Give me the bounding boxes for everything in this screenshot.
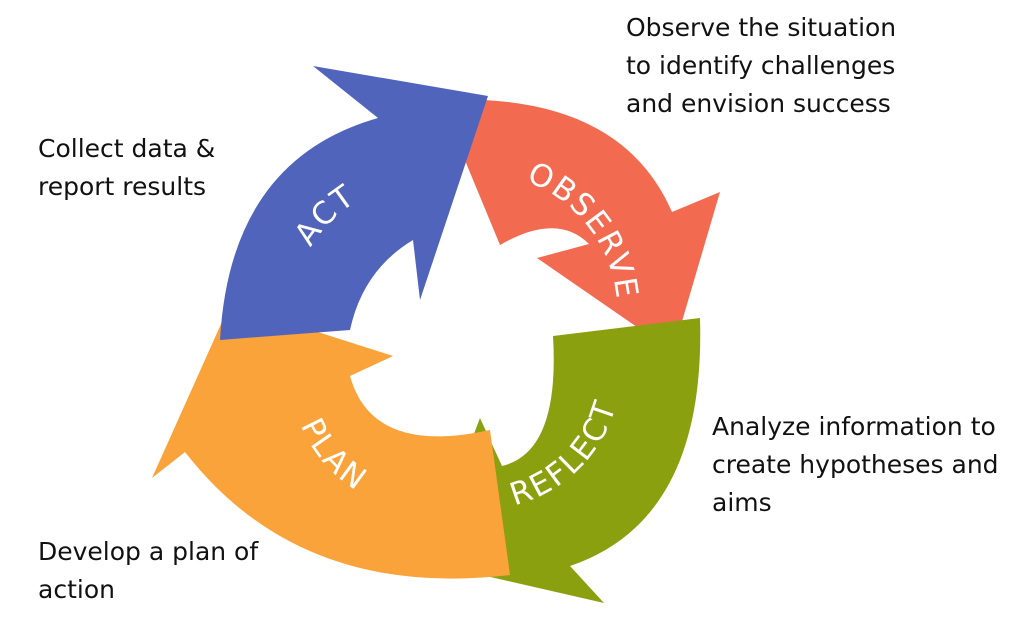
plan-description-line: Develop a plan of <box>38 537 259 566</box>
act-description-line: Collect data & <box>38 134 216 163</box>
observe-description-line: Observe the situation <box>626 13 897 42</box>
plan-description-line: action <box>38 575 115 604</box>
act-description: Collect data & report results <box>38 130 215 206</box>
reflect-description-line: aims <box>712 488 772 517</box>
observe-arrow <box>440 99 720 352</box>
reflect-description-line: Analyze information to <box>712 412 996 441</box>
observe-description-line: and envision success <box>626 89 891 118</box>
reflect-description: Analyze information to create hypotheses… <box>712 408 999 522</box>
plan-arrow <box>152 304 510 579</box>
act-description-line: report results <box>38 172 207 201</box>
act-arrow <box>220 66 488 340</box>
reflect-description-line: create hypotheses and <box>712 450 999 479</box>
plan-description: Develop a plan of action <box>38 533 258 609</box>
observe-description-line: to identify challenges <box>626 51 896 80</box>
observe-description: Observe the situation to identify challe… <box>626 9 896 123</box>
